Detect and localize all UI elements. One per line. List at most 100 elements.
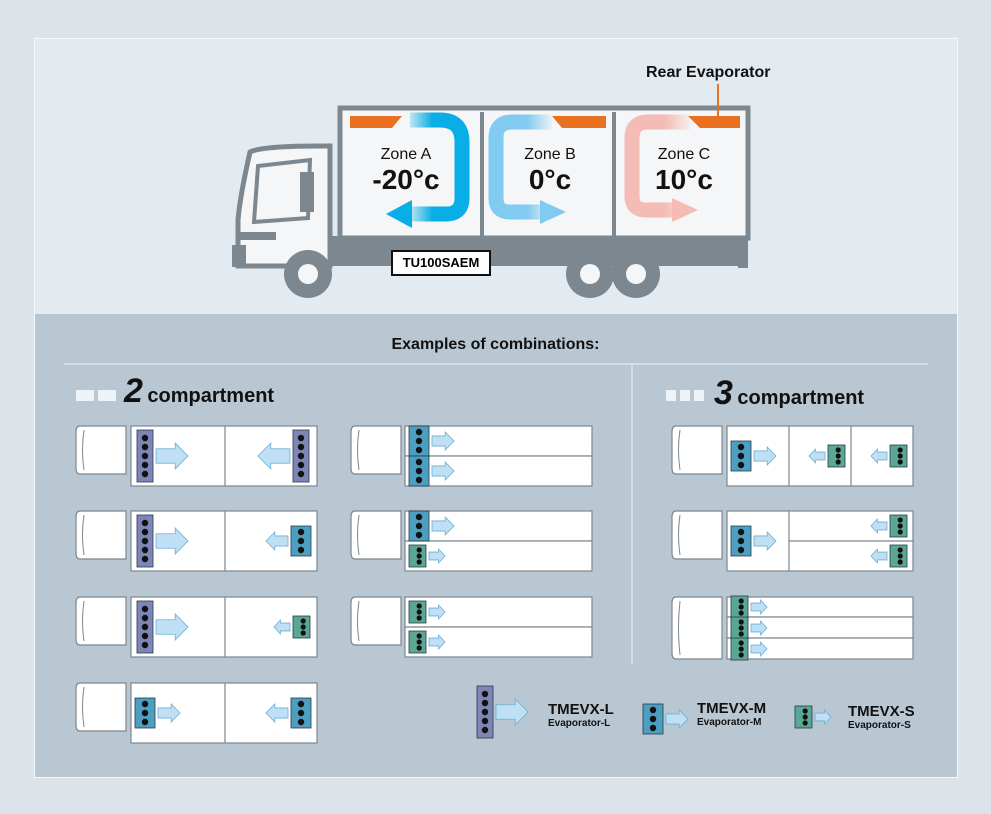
evaporator-dot — [141, 452, 149, 460]
legend-s-name: TMEVX-S — [848, 703, 915, 720]
evaporator-dot — [300, 630, 306, 636]
evaporator-dot — [141, 709, 149, 717]
evaporator-dot — [300, 624, 306, 630]
evaporator-dot — [297, 470, 305, 478]
cab-window — [251, 157, 313, 225]
truck-cab-icon — [75, 425, 127, 475]
evaporator-dot — [416, 639, 422, 645]
truck-cab-icon — [671, 425, 723, 475]
zone-b-name: Zone B — [524, 146, 576, 163]
evaporator-dot — [737, 443, 745, 451]
airflow-arrow — [753, 446, 777, 466]
evaporator-dot — [738, 646, 744, 652]
legend-l-name: TMEVX-L — [548, 701, 614, 718]
airflow-arrow — [428, 603, 446, 621]
evaporator-dot — [141, 434, 149, 442]
evaporator-dot — [415, 467, 423, 475]
airflow-arrow — [750, 640, 768, 658]
examples-heading: Examples of combinations: — [391, 336, 600, 353]
evaporator-dot — [141, 641, 149, 649]
truck-cab-icon — [75, 682, 127, 732]
evaporator-dot — [802, 708, 808, 714]
truck-illustration — [232, 84, 751, 298]
airflow-arrow — [495, 698, 529, 726]
airflow-arrow — [808, 447, 826, 465]
evaporator-dot — [416, 559, 422, 565]
two-compartment-number: 2 — [124, 372, 143, 410]
truck-cab-icon — [350, 596, 402, 646]
airflow-arrow — [155, 442, 189, 470]
evaporator-dot — [738, 610, 744, 616]
evaporator-dot — [141, 555, 149, 563]
evaporator-dot — [141, 605, 149, 613]
evaporator-dot — [297, 461, 305, 469]
airflow-arrow — [870, 447, 888, 465]
airflow-arrow — [265, 531, 289, 551]
evaporator-dot — [415, 458, 423, 466]
legend-m: TMEVX-M Evaporator-M — [697, 700, 766, 728]
truck-cab-icon — [350, 425, 402, 475]
evaporator-dot — [141, 718, 149, 726]
evaporator-dot — [415, 522, 423, 530]
legend-l: TMEVX-L Evaporator-L — [548, 701, 614, 729]
airflow-arrow — [814, 708, 832, 726]
legend-l-sub: Evaporator-L — [548, 718, 611, 729]
evaporator-dot — [141, 443, 149, 451]
evaporator-bar-c — [688, 116, 740, 128]
legend-s-sub: Evaporator-S — [848, 720, 911, 731]
evaporator-dot — [738, 640, 744, 646]
evaporator-dot — [141, 528, 149, 536]
evaporator-dot — [737, 452, 745, 460]
evaporator-dot — [297, 718, 305, 726]
evaporator-dot — [738, 619, 744, 625]
evaporator-dot — [835, 453, 841, 459]
airflow-arrow — [870, 547, 888, 565]
evaporator-dot — [897, 459, 903, 465]
evaporator-dot — [141, 614, 149, 622]
zone-b-temp: 0°c — [528, 164, 572, 195]
two-compartment-title: 2 compartment — [124, 372, 274, 411]
airflow-arrow — [753, 531, 777, 551]
evaporator-dot — [649, 706, 657, 714]
evaporator-dot — [415, 437, 423, 445]
evaporator-dot — [481, 708, 489, 716]
evaporator-dot — [481, 726, 489, 734]
legend-m-sub: Evaporator-M — [697, 717, 762, 728]
evaporator-dot — [141, 632, 149, 640]
evaporator-dot — [738, 625, 744, 631]
evaporator-dot — [649, 715, 657, 723]
evaporator-dot — [416, 615, 422, 621]
airflow-arrow — [273, 618, 291, 636]
zone-a-name: Zone A — [380, 146, 432, 163]
airflow-arrow — [155, 613, 189, 641]
evaporator-dot — [738, 604, 744, 610]
evaporator-dot — [297, 434, 305, 442]
evaporator-dot — [141, 461, 149, 469]
model-label: TU100SAEM — [391, 250, 491, 276]
legend-s: TMEVX-S Evaporator-S — [848, 703, 915, 731]
rear-evaporator-label: Rear Evaporator — [646, 64, 771, 81]
evaporator-dot — [415, 446, 423, 454]
evaporator-bar-b — [552, 116, 606, 128]
cargo-box-icon — [726, 637, 914, 660]
evaporator-dot — [297, 452, 305, 460]
evaporator-dot — [300, 618, 306, 624]
evaporator-dot — [802, 720, 808, 726]
truck-cab-icon — [350, 510, 402, 560]
airflow-arrow — [750, 619, 768, 637]
airflow-arrow — [750, 598, 768, 616]
evaporator-dot — [297, 700, 305, 708]
evaporator-dot — [297, 709, 305, 717]
evaporator-dot — [141, 519, 149, 527]
evaporator-dot — [802, 714, 808, 720]
airflow-arrow — [155, 527, 189, 555]
evaporator-dot — [416, 553, 422, 559]
evaporator-dot — [416, 547, 422, 553]
evaporator-dot — [416, 603, 422, 609]
airflow-arrow — [428, 633, 446, 651]
evaporator-bar-a — [350, 116, 402, 128]
evaporator-dot — [416, 645, 422, 651]
evaporator-dot — [738, 652, 744, 658]
evaporator-dot — [738, 598, 744, 604]
zone-c-arrowhead — [672, 198, 698, 222]
